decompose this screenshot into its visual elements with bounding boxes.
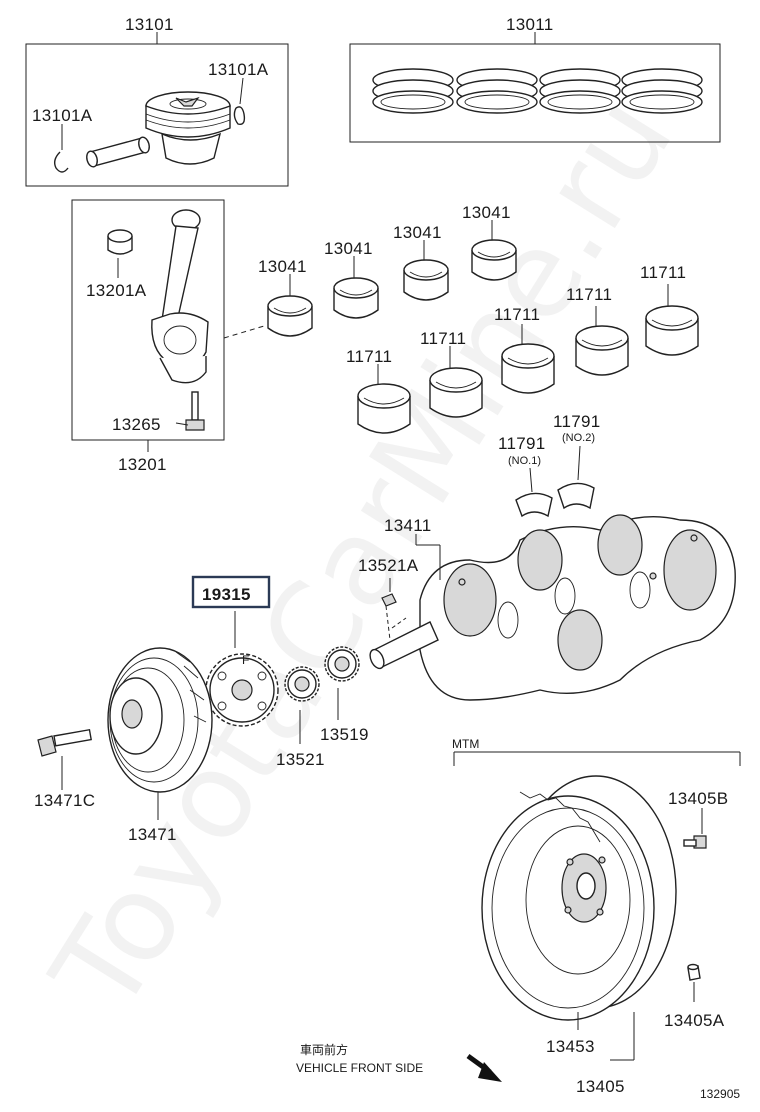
label-13041-1: 13041: [258, 257, 307, 276]
mtm-section: MTM: [452, 737, 741, 766]
label-13405B: 13405B: [668, 789, 728, 808]
snap-ring-left[interactable]: [53, 151, 69, 173]
conrod-bearing-1[interactable]: [267, 295, 313, 337]
thrust-washer-no1[interactable]: [515, 492, 553, 518]
label-13201: 13201: [118, 455, 167, 474]
label-13405A: 13405A: [664, 1011, 725, 1030]
ring-pack-2[interactable]: [456, 68, 538, 114]
main-bearings: 11711 11711 11711 11711 11711: [346, 263, 699, 434]
flywheel-pin[interactable]: [687, 963, 701, 981]
crank-pulley[interactable]: [107, 647, 213, 793]
label-11791-1: 11791: [498, 434, 546, 453]
label-mtm: MTM: [452, 737, 479, 751]
label-13519: 13519: [320, 725, 369, 744]
crank-signal-plate[interactable]: F: [205, 653, 279, 727]
crank-sprocket[interactable]: [324, 646, 360, 682]
label-11711-4: 11711: [566, 285, 612, 304]
svg-text:F: F: [242, 653, 249, 667]
label-11711-5: 11711: [640, 263, 686, 282]
label-13411: 13411: [384, 516, 432, 535]
pulley-bolt[interactable]: [37, 728, 93, 757]
label-13101A-right: 13101A: [208, 60, 269, 79]
label-13521: 13521: [276, 750, 325, 769]
label-13041-3: 13041: [393, 223, 442, 242]
conrod-bearing-4[interactable]: [471, 239, 517, 281]
label-13405: 13405: [576, 1077, 625, 1096]
main-bearing-3[interactable]: [501, 343, 555, 394]
thrust-washers: 11791 (NO.1) 11791 (NO.2): [498, 412, 601, 518]
label-11711-1: 11711: [346, 347, 392, 366]
rod-bolt[interactable]: [185, 391, 205, 431]
conrod-bearing-3[interactable]: [403, 259, 449, 301]
label-13101A-left: 13101A: [32, 106, 93, 125]
label-13041-4: 13041: [462, 203, 511, 222]
crank-key[interactable]: [381, 593, 397, 607]
label-19315: 19315: [202, 585, 251, 604]
label-13265: 13265: [112, 415, 161, 434]
label-11711-3: 11711: [494, 305, 540, 324]
snap-ring-right[interactable]: [233, 106, 246, 125]
label-13041-2: 13041: [324, 239, 373, 258]
label-13201A: 13201A: [86, 281, 147, 300]
label-11791-2-note: (NO.2): [562, 432, 595, 444]
label-13521A: 13521A: [358, 556, 419, 575]
front-direction-arrow-icon: [466, 1053, 502, 1082]
label-13011: 13011: [506, 15, 554, 34]
ring-pack-3[interactable]: [539, 68, 621, 114]
vehicle-front-en: VEHICLE FRONT SIDE: [296, 1061, 423, 1075]
diagram-id: 132905: [700, 1087, 740, 1101]
flywheel[interactable]: [481, 775, 677, 1021]
main-bearing-2[interactable]: [429, 367, 483, 418]
label-11791-1-note: (NO.1): [508, 455, 541, 467]
main-bearing-4[interactable]: [575, 325, 629, 376]
piston-pin[interactable]: [85, 136, 151, 168]
ring-pack-1[interactable]: [372, 68, 454, 114]
highlighted-part-frame: [191, 575, 271, 609]
vehicle-front-jp: 車両前方: [300, 1042, 348, 1057]
label-13101: 13101: [125, 15, 174, 34]
ring-pack-4[interactable]: [621, 68, 703, 114]
label-11711-2: 11711: [420, 329, 466, 348]
crankshaft[interactable]: [367, 514, 736, 701]
main-bearing-1[interactable]: [357, 383, 411, 434]
conrod-bearing-2[interactable]: [333, 277, 379, 319]
label-11791-2: 11791: [553, 412, 601, 431]
piston-group: 13101 13101A 13101A: [25, 15, 289, 187]
piston[interactable]: [145, 91, 231, 165]
label-13453: 13453: [546, 1037, 595, 1056]
label-13471C: 13471C: [34, 791, 95, 810]
thrust-washer-no2[interactable]: [557, 482, 595, 510]
conrod-bearings: 13041 13041 13041 13041: [258, 203, 517, 337]
crank-gear[interactable]: [284, 666, 320, 702]
piston-ring-set-group: 13011: [349, 15, 721, 143]
rod-bushing[interactable]: [107, 229, 133, 255]
connecting-rod-group: 13201A 13265 13201: [71, 199, 265, 474]
label-13471: 13471: [128, 825, 177, 844]
flywheel-bolt[interactable]: [683, 835, 707, 849]
connecting-rod[interactable]: [151, 209, 209, 384]
main-bearing-5[interactable]: [645, 305, 699, 356]
